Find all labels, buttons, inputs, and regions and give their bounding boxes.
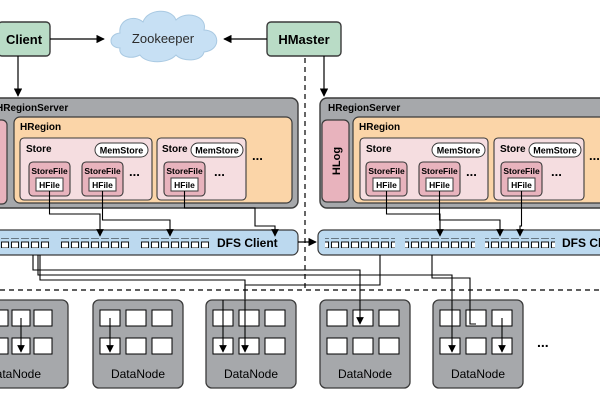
right-hregion: HRegion Store MemStore StoreFile HFile S… [352,116,600,204]
datanode-5: DataNode [432,299,524,389]
left-hregion: HRegion Store MemStore StoreFile HFile S… [13,116,293,204]
datanode-3-label: DataNode [224,367,278,381]
zookeeper-cloud: Zookeeper [110,10,218,63]
client-node: Client [0,21,51,57]
right-hlog-label: HLog [331,147,343,175]
right-store-2-memstore-label: MemStore [533,146,577,156]
right-dfs-block-group-2 [405,238,475,248]
left-dfs-block-group-2 [60,238,130,248]
right-store-1-memstore [431,142,486,158]
left-store-1-hfile-1-label: HFile [39,180,60,190]
left-hlog-partial [0,119,8,205]
right-store-2-hfile-1-label: HFile [511,180,532,190]
right-store-2-memstore [528,142,582,158]
left-region-more-ellipsis: ... [252,148,263,163]
left-store-2-memstore-label: MemStore [195,146,239,156]
left-store-1-hfile-2-label: HFile [92,180,113,190]
right-hlog: HLog [321,119,350,203]
right-hregion-title: HRegion [359,122,400,133]
right-dfs-block-group-3 [485,238,555,248]
right-store-2-ellipsis: ... [551,164,562,179]
right-store-1: Store MemStore StoreFile HFile StoreFile… [359,137,489,201]
dfs-to-datanode-connectors [32,255,471,300]
right-store-2-storefile-1-label: StoreFile [503,166,540,176]
left-store-2: Store MemStore StoreFile HFile ... [156,137,247,201]
right-store-1-hfile-2-label: HFile [429,180,450,190]
left-dfs-client: DFS Client [0,229,299,256]
right-store-1-memstore-label: MemStore [437,146,481,156]
datanode-1-label: DataNode [0,367,41,381]
right-dfs-block-group-1 [325,238,395,248]
left-store-2-ellipsis: ... [214,164,225,179]
datanode-4-label: DataNode [338,367,392,381]
left-store-1-memstore-label: MemStore [100,146,144,156]
datanode-1: DataNode [0,299,69,389]
hmaster-node: HMaster [266,21,342,57]
left-store-2-hfile-1-label: HFile [174,180,195,190]
right-region-more-ellipsis: ... [589,148,600,163]
right-dfs-client-label: DFS Client [562,236,600,250]
right-hregionserver-title: HRegionServer [328,103,400,114]
left-dfs-block-group-3 [140,238,210,248]
datanode-2-label: DataNode [111,367,165,381]
left-dfs-client-label: DFS Client [217,236,278,250]
right-store-2-title: Store [500,144,526,155]
left-store-1-storefile-1-label: StoreFile [31,166,68,176]
right-hregionserver: HRegionServer HLog HRegion Store MemStor… [319,97,600,209]
left-store-1-ellipsis: ... [129,164,140,179]
left-store-2-memstore [190,142,244,158]
left-hregion-title: HRegion [20,122,61,133]
right-store-1-title: Store [366,144,392,155]
left-store-1: Store MemStore StoreFile HFile StoreFile… [19,137,153,201]
datanode-5-label: DataNode [451,367,505,381]
right-store-2: Store MemStore StoreFile HFile ... [493,137,585,201]
hmaster-label: HMaster [278,32,329,47]
datanode-2: DataNode [92,299,184,389]
right-store-1-storefile-2-label: StoreFile [421,166,458,176]
right-store-1-ellipsis: ... [466,164,477,179]
left-store-2-storefile-1-label: StoreFile [166,166,203,176]
datanodes-more-ellipsis: ... [537,334,549,350]
left-hregionserver: HRegionServer HRegion Store MemStore Sto… [0,97,299,209]
right-store-1-hfile-1-label: HFile [376,180,397,190]
hfile-to-dfs-connectors [48,191,524,237]
left-hregionserver-title: HRegionServer [0,103,68,114]
zookeeper-label: Zookeeper [132,31,195,46]
left-dfs-block-group-1 [0,238,50,248]
right-store-1-storefile-1-label: StoreFile [368,166,405,176]
client-label: Client [6,32,43,47]
right-dfs-client: DFS Client [317,229,600,256]
left-store-2-title: Store [162,144,188,155]
datanode-3: DataNode [205,299,297,389]
datanode-4: DataNode [319,299,411,389]
left-store-1-memstore [94,142,149,158]
left-store-1-title: Store [26,144,52,155]
left-store-1-storefile-2-label: StoreFile [84,166,121,176]
datanode-block-arrows [17,300,506,353]
